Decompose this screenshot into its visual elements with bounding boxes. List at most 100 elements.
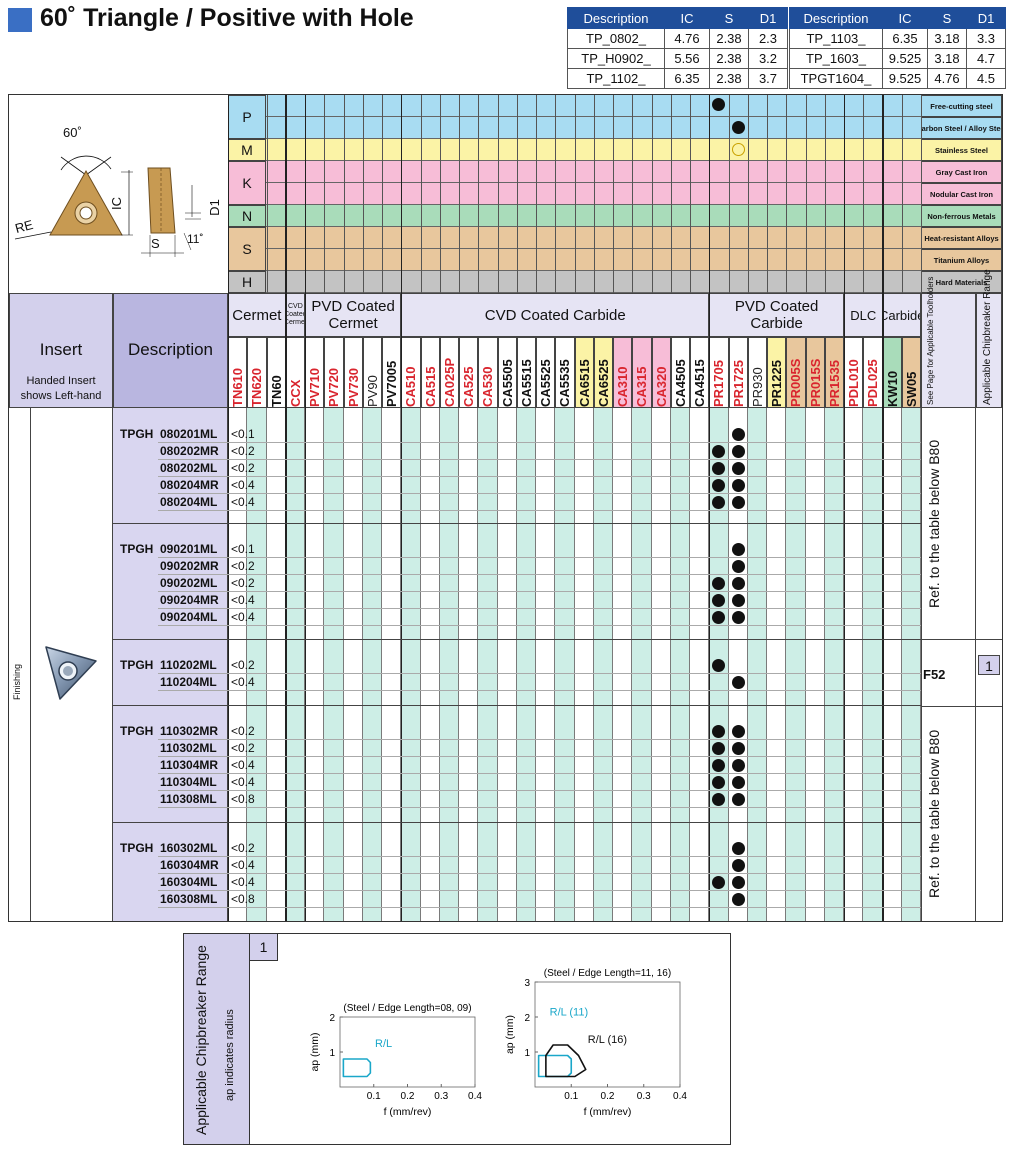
insert-header-label: Insert	[39, 340, 83, 359]
chipbreaker-region	[537, 1054, 573, 1078]
availability-dot-icon	[712, 577, 726, 590]
row-code: 110304MR	[160, 758, 219, 772]
grid-line	[805, 95, 807, 293]
grade-header-cell	[747, 337, 767, 408]
row-divider	[158, 442, 921, 443]
grade-name: CA5525	[538, 359, 553, 407]
material-code-n: N	[228, 205, 266, 227]
page-title: 60˚ Triangle / Positive with Hole	[40, 4, 414, 32]
handed-note-line-2: shows Left-hand	[20, 390, 102, 402]
group-separator	[304, 95, 306, 921]
material-row	[266, 205, 921, 227]
spec-cell: 3.18	[927, 28, 967, 49]
ref-separator	[921, 639, 1002, 640]
availability-dot-icon	[712, 793, 726, 806]
availability-dot-icon	[731, 428, 745, 441]
grade-header-cell	[728, 337, 748, 408]
grid-line	[536, 95, 537, 293]
chipbreaker-region	[342, 1058, 372, 1078]
grade-name: PR005S	[788, 358, 804, 407]
grade-name: PDL010	[846, 359, 861, 407]
spec-header: IC	[882, 7, 928, 29]
availability-dot-icon	[712, 742, 726, 755]
insert-geometry-diagram	[14, 155, 201, 257]
grade-name: PR1225	[769, 360, 784, 407]
row-code: 090204ML	[160, 610, 218, 624]
series-label: R/L (16)	[588, 1034, 627, 1046]
grade-header-cell	[439, 337, 459, 408]
material-label: Hard Materials	[921, 271, 1002, 293]
material-row	[266, 161, 921, 183]
grade-name: CA6515	[576, 359, 592, 407]
grade-header-cell	[670, 337, 690, 408]
availability-dot-icon	[731, 893, 745, 906]
spec-cell: 2.38	[709, 48, 749, 69]
grade-name: PDL025	[865, 359, 881, 407]
row-divider	[158, 476, 921, 477]
row-re-value: <0.2	[231, 658, 255, 672]
spec-cell: 4.7	[966, 48, 1006, 69]
availability-dot-icon	[731, 793, 745, 806]
material-code-p: P	[228, 95, 266, 139]
grade-header-cell	[459, 337, 479, 408]
row-code: 110302MR	[160, 724, 219, 738]
x-axis-label: f (mm/rev)	[584, 1106, 632, 1118]
grade-body-column	[613, 408, 633, 921]
chipbreaker-side-title: Applicable Chipbreaker Range	[193, 945, 209, 1135]
spec-cell: 2.38	[709, 28, 749, 49]
grade-body-column	[324, 408, 344, 921]
grade-body-column	[285, 408, 305, 921]
availability-dot-icon	[731, 725, 745, 738]
row-re-value: <0.8	[231, 792, 255, 806]
availability-dot-icon	[731, 462, 745, 475]
grade-header-cell	[555, 337, 575, 408]
spec-table-2: Description IC S D1 TP_1103_ 6.35 3.18 3…	[789, 7, 1006, 89]
block-separator	[113, 822, 921, 823]
grade-matrix	[8, 94, 1003, 922]
description-header-label: Description	[127, 340, 214, 359]
grade-group-header: Carbide	[882, 293, 921, 337]
spec-cell: TP_0802_	[567, 28, 665, 49]
partial-circle-icon	[712, 98, 726, 111]
row-code: 160304ML	[160, 875, 218, 889]
x-tick-label: 0.1	[564, 1091, 578, 1102]
grid-line	[747, 95, 749, 293]
grade-header-cell	[478, 337, 498, 408]
availability-dot-icon	[712, 462, 726, 475]
chip-range-badge: 1	[978, 655, 1000, 675]
spec-cell: TP_1603_	[789, 48, 883, 69]
y-axis-label: ap (mm)	[504, 1015, 516, 1054]
row-prefix: TPGH	[120, 427, 154, 441]
grade-body-column	[228, 408, 248, 921]
row-divider	[158, 493, 921, 494]
material-label: Non-ferrous Metals	[921, 205, 1002, 227]
row-code: 090202ML	[160, 576, 218, 590]
spec-header: IC	[664, 7, 710, 29]
grid-line	[901, 95, 903, 293]
grade-body-column	[767, 408, 787, 921]
grade-name: PR1725	[730, 360, 746, 407]
material-label: Nodular Cast Iron	[921, 183, 1002, 205]
grade-name: PR015S	[807, 358, 823, 407]
x-tick-label: 0.3	[637, 1091, 651, 1102]
availability-dot-icon	[712, 479, 726, 492]
availability-dot-icon	[712, 759, 726, 772]
row-code: 110202ML	[160, 658, 217, 672]
grade-group-header: CVD Coated Carbide	[401, 293, 710, 337]
y-axis-label: ap (mm)	[309, 1032, 321, 1071]
row-divider	[158, 574, 921, 575]
grade-group-header: DLC	[844, 293, 883, 337]
grade-body-column	[882, 408, 902, 921]
chip-range-label: Applicable Chipbreaker Range	[982, 269, 993, 405]
spec-table-1: Description IC S D1 TP_0802_ 4.76 2.38 2…	[567, 7, 788, 89]
grade-header-cell	[266, 337, 286, 408]
ic-label: IC	[109, 197, 124, 210]
row-code: 110302ML	[160, 741, 217, 755]
block-separator	[113, 523, 921, 524]
grade-name: CA5505	[499, 359, 515, 407]
row-divider	[158, 739, 921, 740]
spec-cell: TP_1102_	[567, 68, 665, 89]
availability-dot-icon	[712, 594, 726, 607]
row-divider	[158, 591, 921, 592]
row-re-value: <0.4	[231, 858, 255, 872]
